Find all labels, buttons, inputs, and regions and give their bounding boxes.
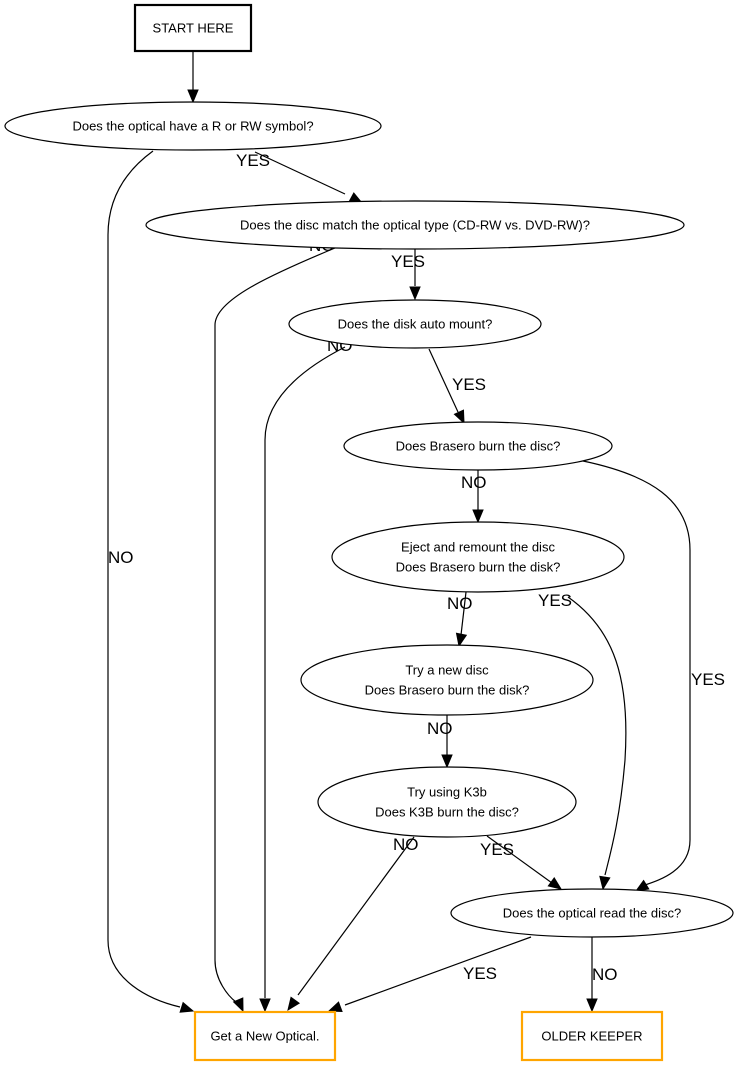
edge-q_brasero_burn-to-q_eject_remount: NO [461, 470, 487, 524]
edge-line [582, 460, 691, 886]
edge-line [214, 247, 336, 1003]
arrowhead-icon [634, 879, 650, 892]
node-t-older-keeper: OLDER KEEPER [520, 1010, 664, 1062]
node-ellipse [343, 421, 613, 471]
arrowhead-icon [232, 997, 244, 1013]
edge-q_brasero_burn-to-q_optical_read: YES [582, 460, 725, 892]
edge-q_optical_read-to-t_older_keeper: NO [586, 937, 618, 1013]
node-label: Try using K3b [407, 785, 487, 800]
node-label: Does the optical read the disc? [503, 906, 682, 921]
edge-label: YES [691, 670, 725, 689]
edge-line [107, 150, 181, 1008]
edge-label: NO [447, 594, 473, 613]
edge-q_new_disc-to-q_k3b: NO [427, 715, 453, 769]
node-q-optical-read: Does the optical read the disc? [450, 888, 734, 938]
edge-label: NO [461, 473, 487, 492]
node-box [133, 3, 253, 53]
node-label: Try a new disc [405, 663, 489, 678]
node-q-auto-mount: Does the disk auto mount? [288, 299, 542, 349]
node-ellipse [145, 200, 685, 250]
node-ellipse [450, 888, 734, 938]
arrowhead-icon [287, 996, 301, 1012]
edge-q_disc_match-to-q_auto_mount: YES [391, 249, 425, 301]
node-label: Eject and remount the disc [401, 540, 555, 555]
node-label: Does Brasero burn the disk? [396, 560, 561, 575]
edge-label: NO [108, 548, 134, 567]
node-ellipse [4, 101, 382, 151]
arrowhead-icon [455, 632, 468, 648]
node-ellipse [317, 766, 577, 838]
node-ellipse [288, 299, 542, 349]
arrowhead-icon [547, 876, 563, 890]
node-q-disc-match: Does the disc match the optical type (CD… [145, 200, 685, 250]
edge-q_eject_remount-to-q_new_disc: NO [447, 591, 473, 648]
edge-line [486, 835, 553, 884]
arrowhead-icon [409, 286, 421, 301]
edge-q_eject_remount-to-q_optical_read: YES [538, 591, 627, 891]
edge-q_disc_match-to-t_new_optical: NO [214, 236, 336, 1013]
edge-label: YES [236, 151, 270, 170]
node-box [193, 1010, 337, 1062]
node-label: OLDER KEEPER [541, 1029, 642, 1044]
edge-label: NO [393, 835, 419, 854]
arrowhead-icon [472, 509, 484, 524]
edge-line [460, 591, 467, 636]
node-label: Does K3B burn the disc? [375, 805, 519, 820]
edge-q_k3b-to-t_new_optical: NO [287, 835, 419, 1012]
arrowhead-icon [599, 875, 611, 891]
edge-label: YES [452, 375, 486, 394]
node-q-brasero-burn: Does Brasero burn the disc? [343, 421, 613, 471]
edge-line [344, 936, 532, 1006]
node-label: Does the disk auto mount? [338, 317, 493, 332]
edge-label: NO [592, 965, 618, 984]
arrowhead-icon [259, 998, 271, 1013]
node-label: Does the disc match the optical type (CD… [240, 218, 590, 233]
node-label: Does the optical have a R or RW symbol? [72, 119, 313, 134]
edge-q_rw_symbol-to-t_new_optical: NO [107, 150, 195, 1013]
arrowhead-icon [453, 409, 465, 425]
arrowhead-icon [327, 1001, 343, 1013]
node-ellipse [300, 644, 594, 716]
arrowhead-icon [441, 754, 453, 769]
node-label: Get a New Optical. [210, 1029, 319, 1044]
edge-line [264, 346, 346, 998]
node-label: Does Brasero burn the disk? [365, 683, 530, 698]
arrowhead-icon [586, 998, 598, 1013]
node-box [520, 1010, 664, 1062]
edge-q_rw_symbol-to-q_disc_match: YES [236, 151, 364, 204]
edge-q_k3b-to-q_optical_read: YES [480, 835, 563, 890]
node-label: Does Brasero burn the disc? [396, 439, 561, 454]
edge-label: YES [463, 964, 497, 983]
edge-label: YES [391, 252, 425, 271]
edge-line [254, 151, 346, 195]
edge-line [428, 348, 459, 413]
edge-start-to-q_rw_symbol [187, 52, 199, 104]
edge-q_auto_mount-to-q_brasero_burn: YES [428, 348, 486, 425]
edge-q_optical_read-to-t_new_optical: YES [327, 936, 532, 1013]
node-start: START HERE [133, 3, 253, 53]
arrowhead-icon [179, 1001, 195, 1013]
edge-line [567, 596, 627, 876]
edge-label: YES [538, 591, 572, 610]
edge-line [297, 836, 415, 996]
node-t-new-optical: Get a New Optical. [193, 1010, 337, 1062]
node-label: START HERE [153, 21, 234, 36]
node-q-rw-symbol: Does the optical have a R or RW symbol? [4, 101, 382, 151]
arrowhead-icon [187, 89, 199, 104]
edge-label: NO [427, 719, 453, 738]
edge-label: YES [480, 840, 514, 859]
node-ellipse [331, 521, 625, 593]
